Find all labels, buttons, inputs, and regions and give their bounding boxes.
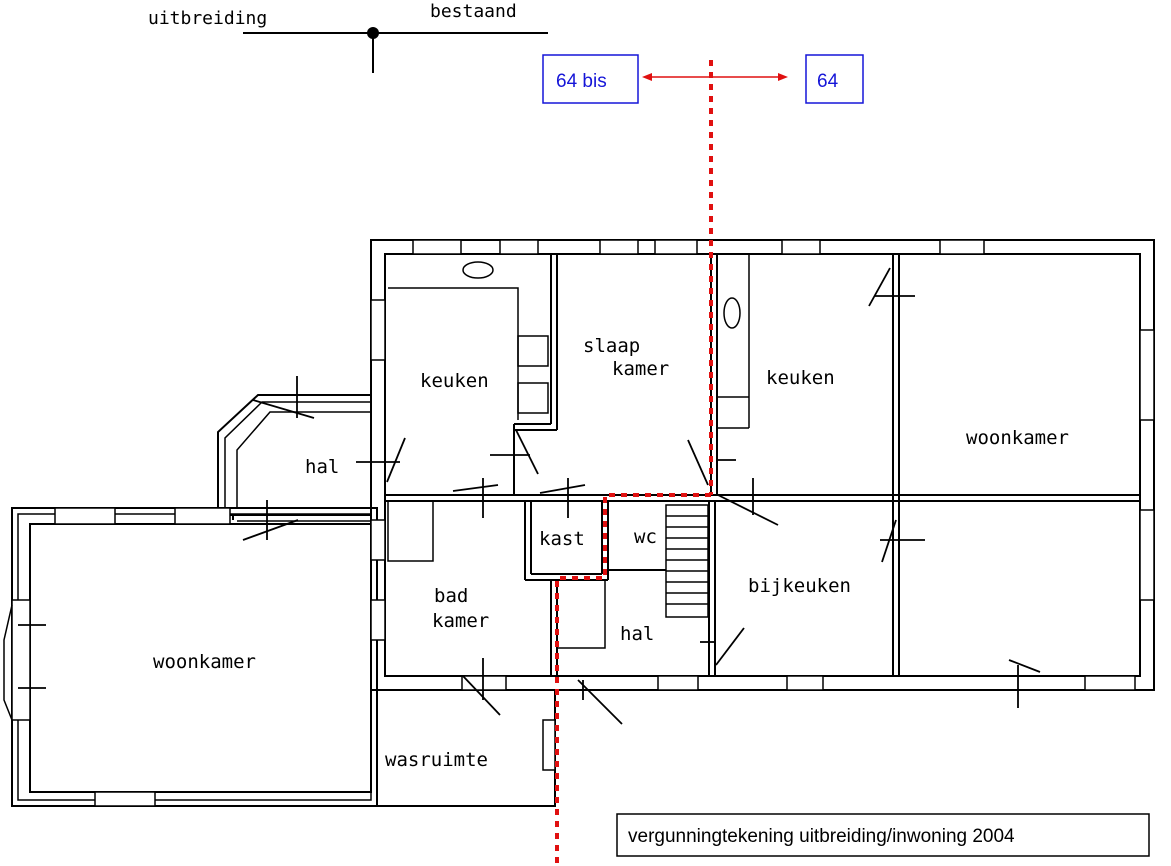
room-hal-left: hal [305, 456, 339, 478]
porch-inner [236, 411, 371, 508]
caption: vergunningtekening uitbreiding/inwoning … [616, 813, 1150, 857]
legend-divider-dot [367, 27, 379, 39]
interior-walls [233, 254, 1140, 690]
legend-uitbreiding-label: uitbreiding [148, 8, 267, 29]
room-wc: wc [634, 526, 657, 548]
room-woonkamer-left: woonkamer [153, 651, 256, 673]
wasruimte-block [376, 689, 556, 807]
room-woonkamer-right: woonkamer [966, 427, 1069, 449]
porch-mid [224, 401, 371, 512]
doors [3, 267, 1041, 725]
address-right: 64 [805, 54, 864, 104]
windows [11, 239, 1155, 807]
room-badkamer-line2: kamer [432, 610, 489, 632]
room-hal-center: hal [620, 623, 654, 645]
room-keuken-left: keuken [420, 370, 489, 392]
legend: uitbreiding bestaand [148, 1, 548, 73]
room-labels: woonkamer hal keuken slaap kamer keuken … [153, 335, 1069, 771]
room-bijkeuken: bijkeuken [748, 575, 851, 597]
address-left: 64 bis [542, 54, 639, 104]
address-right-box [805, 54, 864, 104]
porch-outer [217, 394, 371, 520]
arrow-left-head [642, 73, 652, 81]
room-keuken-right: keuken [766, 367, 835, 389]
address-arrow [642, 73, 788, 81]
staircase [665, 504, 709, 618]
sink-right [723, 297, 741, 329]
arrow-right-head [778, 73, 788, 81]
sink-left [462, 261, 494, 279]
caption-box [616, 813, 1150, 857]
address-left-box [542, 54, 639, 104]
main-inner-wall [384, 253, 1141, 677]
room-slaapkamer-line1: slaap [583, 335, 640, 357]
property-boundary [555, 60, 713, 866]
caption-label: vergunningtekening uitbreiding/inwoning … [628, 826, 1015, 847]
legend-bestaand-label: bestaand [430, 1, 517, 22]
address-right-label: 64 [817, 71, 839, 92]
room-badkamer-line1: bad [434, 585, 468, 607]
address-left-label: 64 bis [556, 71, 607, 92]
room-slaapkamer-line2: kamer [612, 358, 669, 380]
room-kast: kast [539, 528, 585, 550]
room-wasruimte: wasruimte [385, 749, 488, 771]
